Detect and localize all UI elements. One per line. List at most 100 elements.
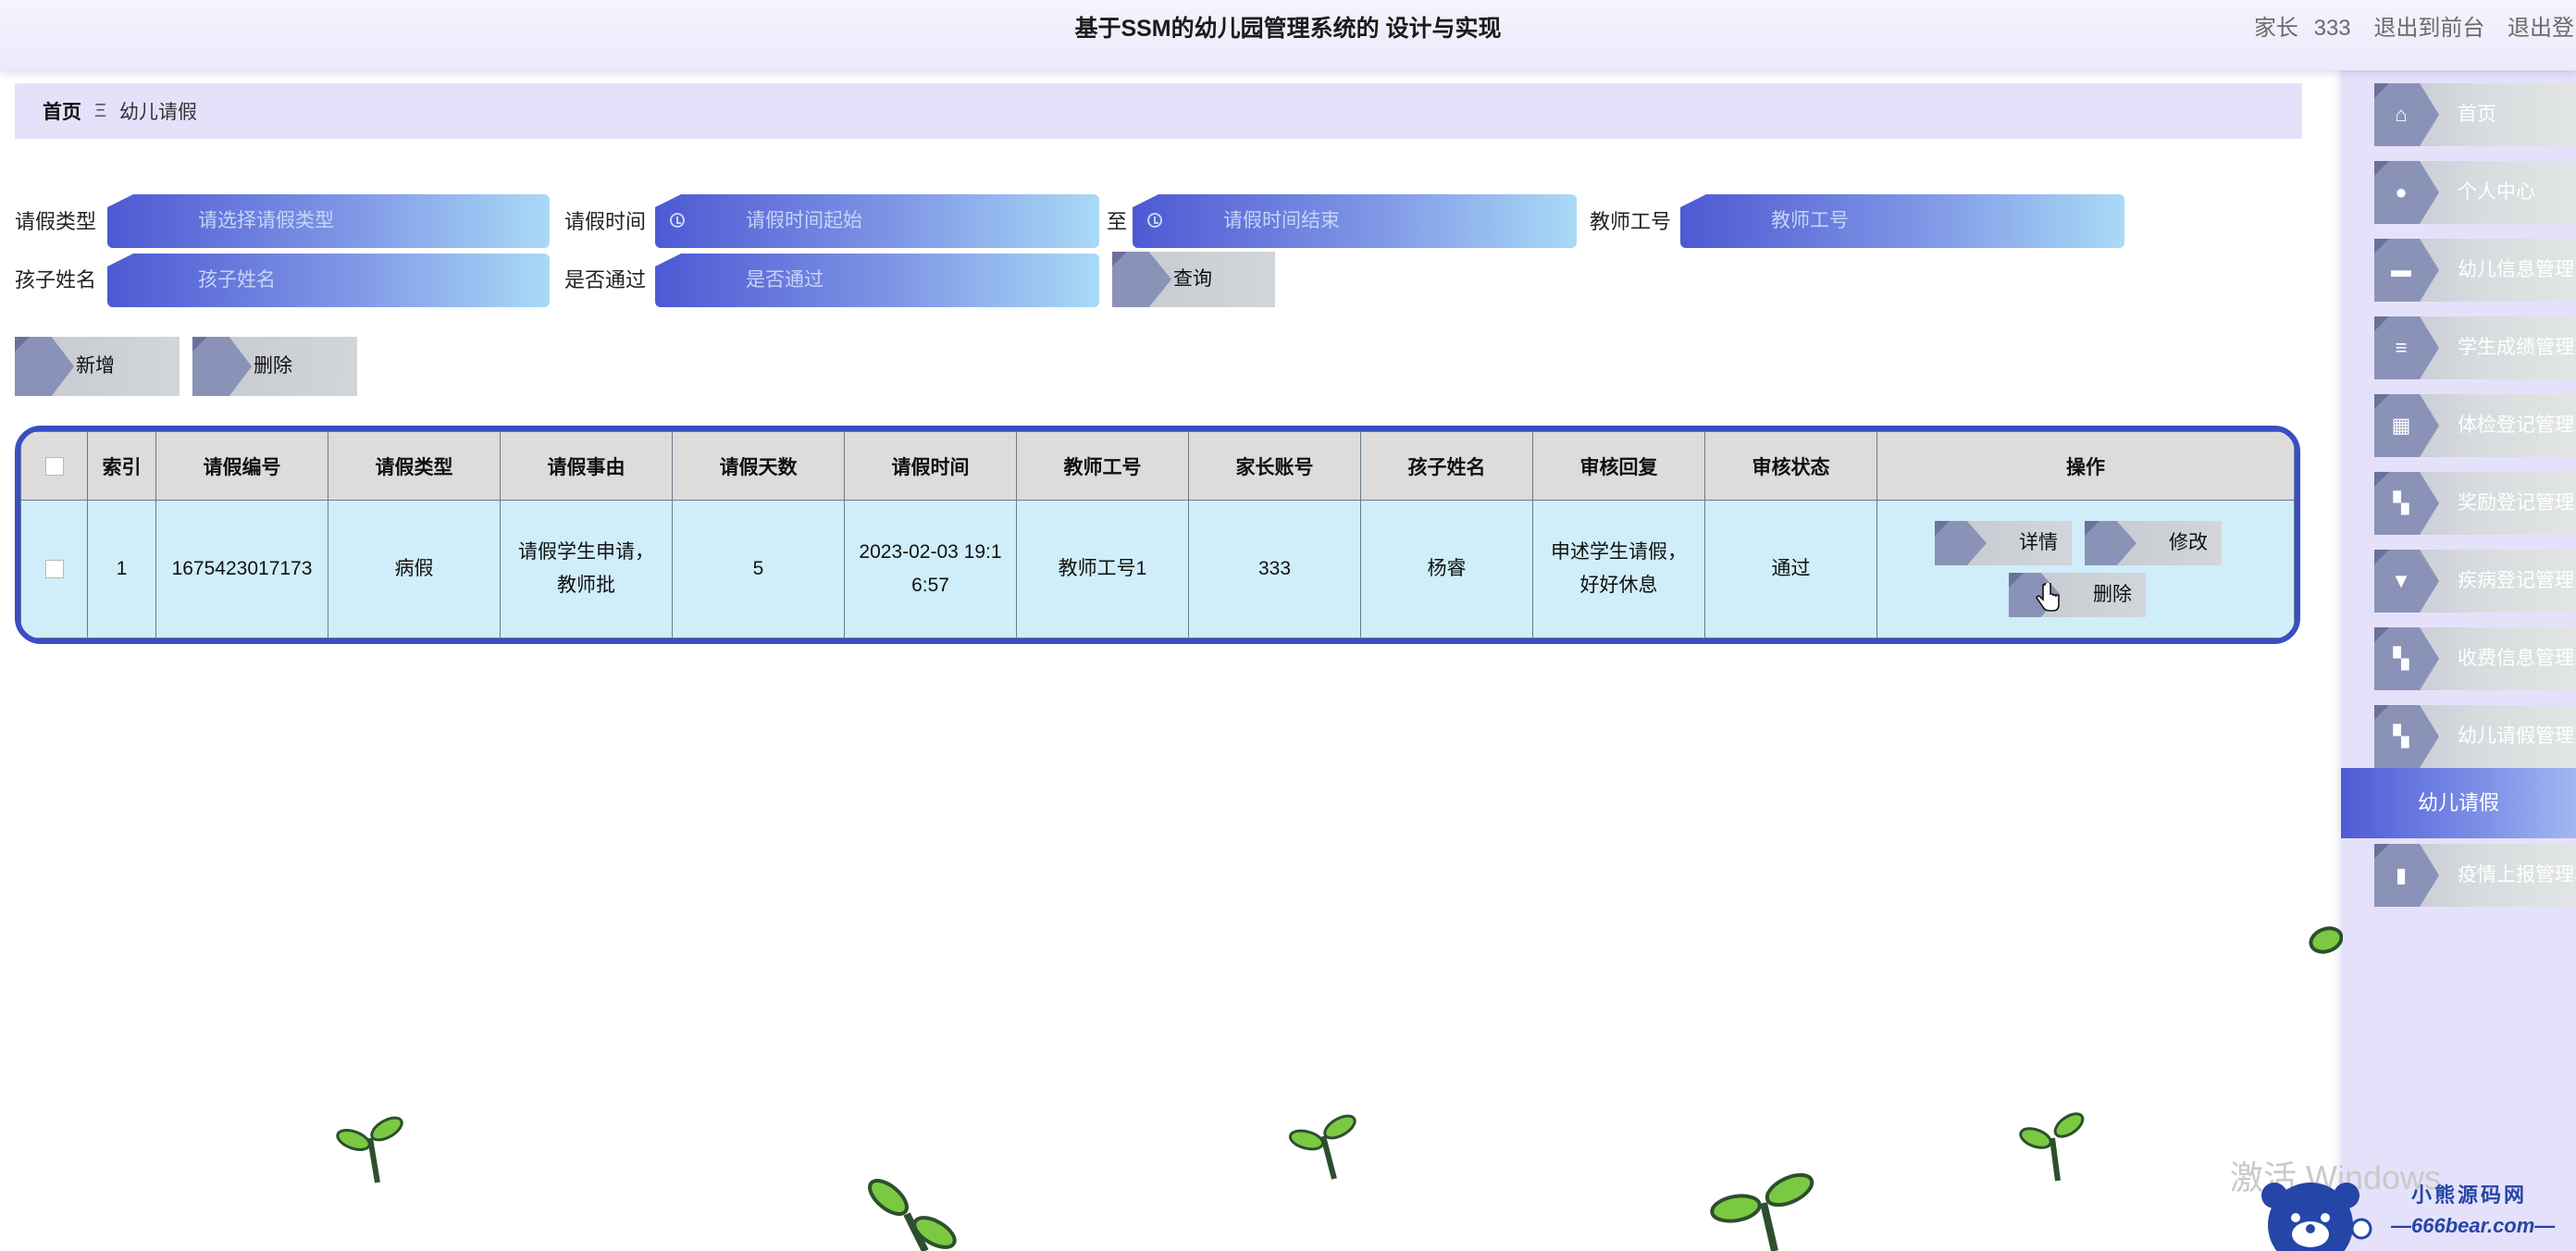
sidebar-item-profile[interactable]: ● 个人中心: [2374, 161, 2576, 224]
batch-delete-button[interactable]: 删除: [192, 337, 357, 396]
cell-child-name: 杨睿: [1360, 500, 1533, 638]
sidebar-item-child-info[interactable]: ▬ 幼儿信息管理: [2374, 239, 2576, 302]
sprout-decoration-icon: [2019, 1112, 2085, 1182]
column-header: 请假类型: [328, 431, 501, 501]
breadcrumb-separator-icon: Ξ: [94, 100, 106, 121]
leave-type-label: 请假类型: [15, 210, 97, 233]
edit-button[interactable]: 修改: [2085, 521, 2222, 565]
column-header: 请假编号: [155, 431, 328, 501]
column-header: 孩子姓名: [1360, 431, 1533, 501]
sidebar-item-child-leave-active[interactable]: 幼儿请假: [2341, 768, 2576, 838]
leave-time-start-placeholder: 请假时间起始: [746, 210, 862, 231]
select-all-checkbox[interactable]: [44, 456, 64, 476]
approved-select[interactable]: 是否通过: [655, 254, 1099, 307]
sidebar-item-health-check[interactable]: ▦ 体检登记管理: [2374, 394, 2576, 457]
sidebar-item-label: 学生成绩管理: [2458, 337, 2574, 358]
query-button[interactable]: 查询: [1112, 252, 1275, 307]
row-delete-button-label: 删除: [2093, 584, 2132, 605]
logo-title: 小熊源码网: [2411, 1184, 2528, 1208]
sidebar-item-label: 幼儿信息管理: [2458, 259, 2574, 280]
arrow-tab-icon: [1935, 521, 1987, 565]
add-button-label: 新增: [76, 355, 115, 377]
cell-parent-account: 333: [1188, 500, 1361, 638]
sidebar-item-fees[interactable]: ▚ 收费信息管理: [2374, 627, 2576, 690]
column-header: 索引: [87, 431, 156, 501]
column-header: 操作: [1876, 431, 2295, 501]
sidebar-item-rewards[interactable]: ▚ 奖励登记管理: [2374, 472, 2576, 535]
sprout-decoration-icon: [868, 1179, 957, 1251]
user-role: 家长: [2253, 16, 2298, 41]
bear-logo: 小熊源码网 —666bear.com—: [2254, 1162, 2576, 1251]
column-header: 家长账号: [1188, 431, 1361, 501]
approved-label: 是否通过: [564, 268, 647, 291]
clock-icon: [1147, 213, 1162, 228]
table-header-row: 索引 请假编号 请假类型 请假事由 请假天数 请假时间 教师工号 家长账号 孩子…: [20, 431, 2295, 501]
sidebar-item-grades[interactable]: ≡ 学生成绩管理: [2374, 316, 2576, 379]
leave-table: 索引 请假编号 请假类型 请假事由 请假天数 请假时间 教师工号 家长账号 孩子…: [15, 426, 2300, 644]
arrow-tab-icon: [15, 337, 74, 396]
column-header: 教师工号: [1016, 431, 1189, 501]
row-select-cell: [20, 500, 88, 638]
sidebar-item-label: 幼儿请假管理: [2458, 725, 2574, 747]
leave-type-select[interactable]: 请选择请假类型: [107, 194, 550, 248]
teacher-no-input[interactable]: 教师工号: [1680, 194, 2124, 248]
table-row: 1 1675423017173 病假 请假学生申请，教师批 5 2023-02-…: [20, 500, 2295, 638]
cell-days: 5: [672, 500, 845, 638]
batch-delete-button-label: 删除: [254, 355, 292, 377]
sprout-decoration-icon: [2309, 926, 2343, 954]
column-header: 审核状态: [1704, 431, 1877, 501]
add-button[interactable]: 新增: [15, 337, 180, 396]
detail-button[interactable]: 详情: [1935, 521, 2072, 565]
sidebar-item-label: 疾病登记管理: [2458, 570, 2574, 591]
detail-button-label: 详情: [2019, 532, 2058, 553]
sprout-decoration-icon: [1288, 1114, 1356, 1180]
cell-operations: 详情 修改 删除: [1876, 500, 2295, 638]
leave-time-start-input[interactable]: 请假时间起始: [655, 194, 1099, 248]
cell-teacher-no: 教师工号1: [1016, 500, 1189, 638]
page-title: 基于SSM的幼儿园管理系统的 设计与实现: [1074, 16, 1502, 42]
user-icon: ●: [2395, 180, 2408, 204]
top-header: 基于SSM的幼儿园管理系统的 设计与实现 家长 333 退出到前台 退出登: [0, 0, 2576, 70]
row-delete-button[interactable]: 删除: [2009, 573, 2146, 617]
back-to-front-link[interactable]: 退出到前台: [2373, 16, 2485, 41]
arrow-tab-icon: [192, 337, 252, 396]
sidebar-item-label: 收费信息管理: [2458, 648, 2574, 669]
apps-icon: ▚: [2393, 491, 2409, 514]
clock-icon: [670, 213, 685, 228]
breadcrumb: 首页 Ξ 幼儿请假: [15, 83, 2302, 139]
grid-icon: ▦: [2391, 414, 2411, 437]
leave-time-end-input[interactable]: 请假时间结束: [1133, 194, 1577, 248]
sidebar-item-epidemic-report[interactable]: ▮ 疫情上报管理: [2374, 844, 2576, 907]
column-header: 审核回复: [1532, 431, 1705, 501]
cell-review-reply: 申述学生请假，好好休息: [1532, 500, 1705, 638]
ticket-icon: ▬: [2391, 258, 2411, 281]
sidebar-item-home[interactable]: ⌂ 首页: [2374, 83, 2576, 146]
child-name-input[interactable]: 孩子姓名: [107, 254, 550, 307]
breadcrumb-home[interactable]: 首页: [43, 102, 81, 123]
sidebar-item-illness[interactable]: ▼ 疾病登记管理: [2374, 550, 2576, 613]
home-icon: ⌂: [2395, 103, 2408, 126]
logo-url: —666bear.com—: [2391, 1214, 2556, 1237]
cell-review-status: 通过: [1704, 500, 1877, 638]
query-button-label: 查询: [1173, 268, 1212, 290]
edit-button-label: 修改: [2169, 532, 2208, 553]
cell-reason: 请假学生申请，教师批: [500, 500, 673, 638]
child-name-label: 孩子姓名: [15, 268, 97, 291]
sidebar-item-leave-management[interactable]: ▚ 幼儿请假管理: [2374, 705, 2576, 768]
chart-icon: ▮: [2395, 863, 2408, 886]
arrow-tab-icon: [1112, 252, 1171, 307]
sidebar-item-label: 体检登记管理: [2458, 415, 2574, 436]
column-header: 请假事由: [500, 431, 673, 501]
logout-link[interactable]: 退出登: [2508, 16, 2574, 41]
breadcrumb-current: 幼儿请假: [119, 102, 197, 123]
apps-icon: ▚: [2393, 647, 2409, 670]
sprout-decoration-icon: [336, 1116, 403, 1183]
sidebar-item-label: 疫情上报管理: [2458, 864, 2574, 886]
teacher-no-label: 教师工号: [1590, 210, 1672, 233]
sidebar-item-label: 首页: [2458, 104, 2496, 125]
sliders-icon: ≡: [2395, 336, 2408, 359]
cell-leave-type: 病假: [328, 500, 501, 638]
arrow-tab-icon: [2085, 521, 2136, 565]
column-header: 请假天数: [672, 431, 845, 501]
row-checkbox[interactable]: [44, 560, 64, 579]
